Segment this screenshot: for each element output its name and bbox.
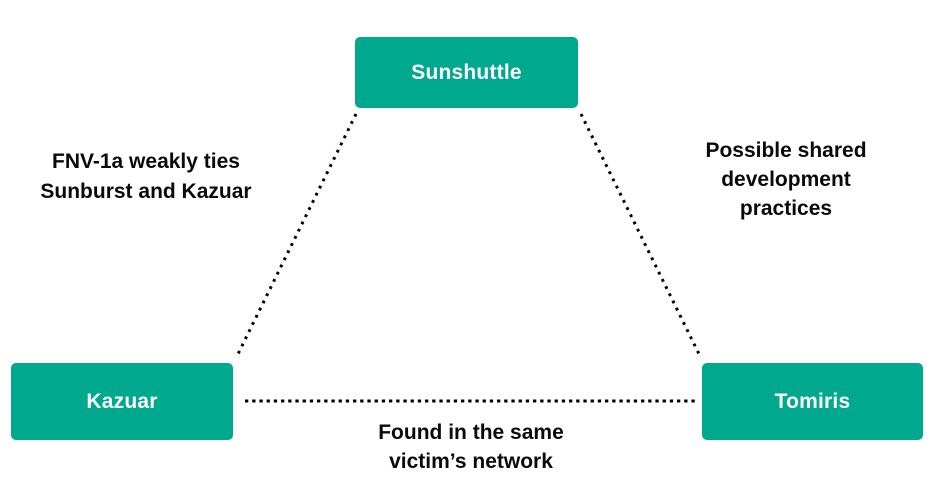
- node-sunshuttle-label: Sunshuttle: [411, 60, 522, 84]
- edge-label-sunshuttle-tomiris: Possible shared development practices: [705, 139, 867, 220]
- node-tomiris-label: Tomiris: [774, 389, 851, 413]
- node-tomiris: Tomiris: [702, 363, 923, 440]
- edge-label-sunshuttle-kazuar: FNV-1a weakly ties Sunburst and Kazuar: [40, 150, 252, 203]
- node-kazuar-label: Kazuar: [86, 389, 158, 413]
- node-sunshuttle: Sunshuttle: [355, 37, 578, 108]
- node-kazuar: Kazuar: [11, 363, 233, 440]
- edge-label-kazuar-tomiris: Found in the same victim’s network: [378, 421, 564, 473]
